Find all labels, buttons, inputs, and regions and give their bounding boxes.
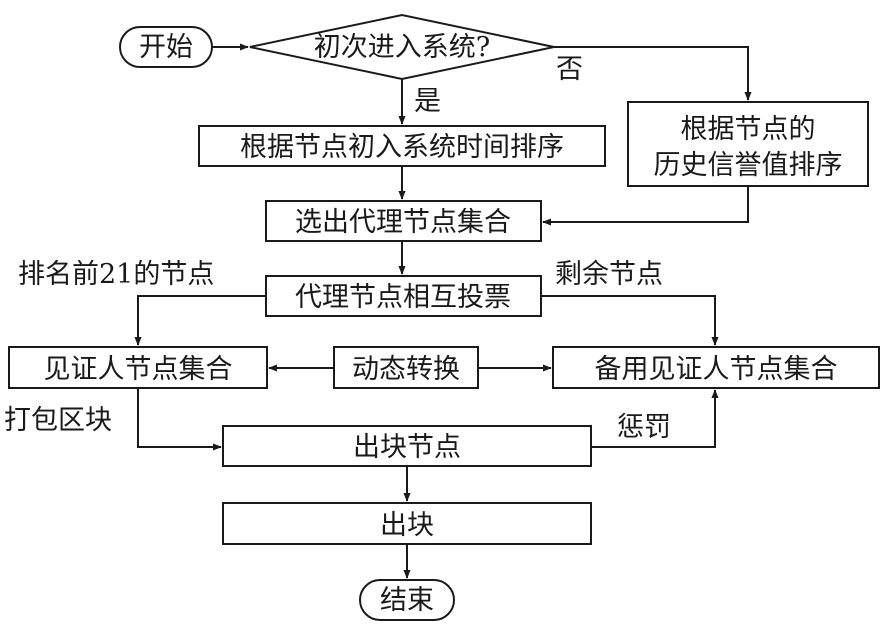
edge-label-no: 否: [556, 54, 583, 85]
produce-block-label: 出块: [380, 510, 434, 541]
edge-vote-to-witness: [134, 295, 266, 346]
edge-vote-to-backup: [541, 295, 719, 346]
edge-witness-to-producer: [137, 388, 222, 451]
edge-label-remaining: 剩余节点: [555, 259, 663, 290]
witness-set-label: 见证人节点集合: [44, 354, 233, 385]
sort-by-reputation-label-line1: 根据节点的: [681, 114, 816, 145]
edge-decision-no: [554, 46, 752, 101]
sort-by-join-time-box: [198, 125, 606, 167]
edge-reputation-to-select: [542, 186, 749, 226]
block-producer-label: 出块节点: [353, 432, 461, 463]
block-producer-box: [222, 425, 592, 467]
edge-producer-to-backup: [591, 389, 719, 448]
edge-label-yes: 是: [414, 86, 441, 117]
produce-block-box: [222, 502, 592, 545]
sort-by-reputation-label-line2: 历史信誉值排序: [654, 150, 843, 181]
edge-label-top21: 排名前21的节点: [18, 259, 214, 290]
select-delegates-box: [265, 200, 542, 242]
select-delegates-label: 选出代理节点集合: [295, 207, 511, 238]
decision-label: 初次进入系统?: [314, 32, 490, 63]
end-label: 结束: [380, 585, 434, 616]
delegate-vote-label: 代理节点相互投票: [295, 282, 511, 313]
sort-by-join-time-label: 根据节点初入系统时间排序: [240, 132, 564, 163]
start-label: 开始: [139, 32, 193, 63]
edge-label-punish: 惩罚: [617, 412, 671, 443]
edge-label-pack-block: 打包区块: [4, 405, 112, 436]
backup-witness-set-label: 备用见证人节点集合: [595, 354, 838, 385]
sort-by-reputation-box: [627, 101, 869, 187]
backup-witness-set-box: [552, 346, 880, 389]
dynamic-switch-label: 动态转换: [352, 354, 460, 385]
end-terminal: [359, 579, 455, 621]
witness-set-box: [8, 346, 268, 389]
